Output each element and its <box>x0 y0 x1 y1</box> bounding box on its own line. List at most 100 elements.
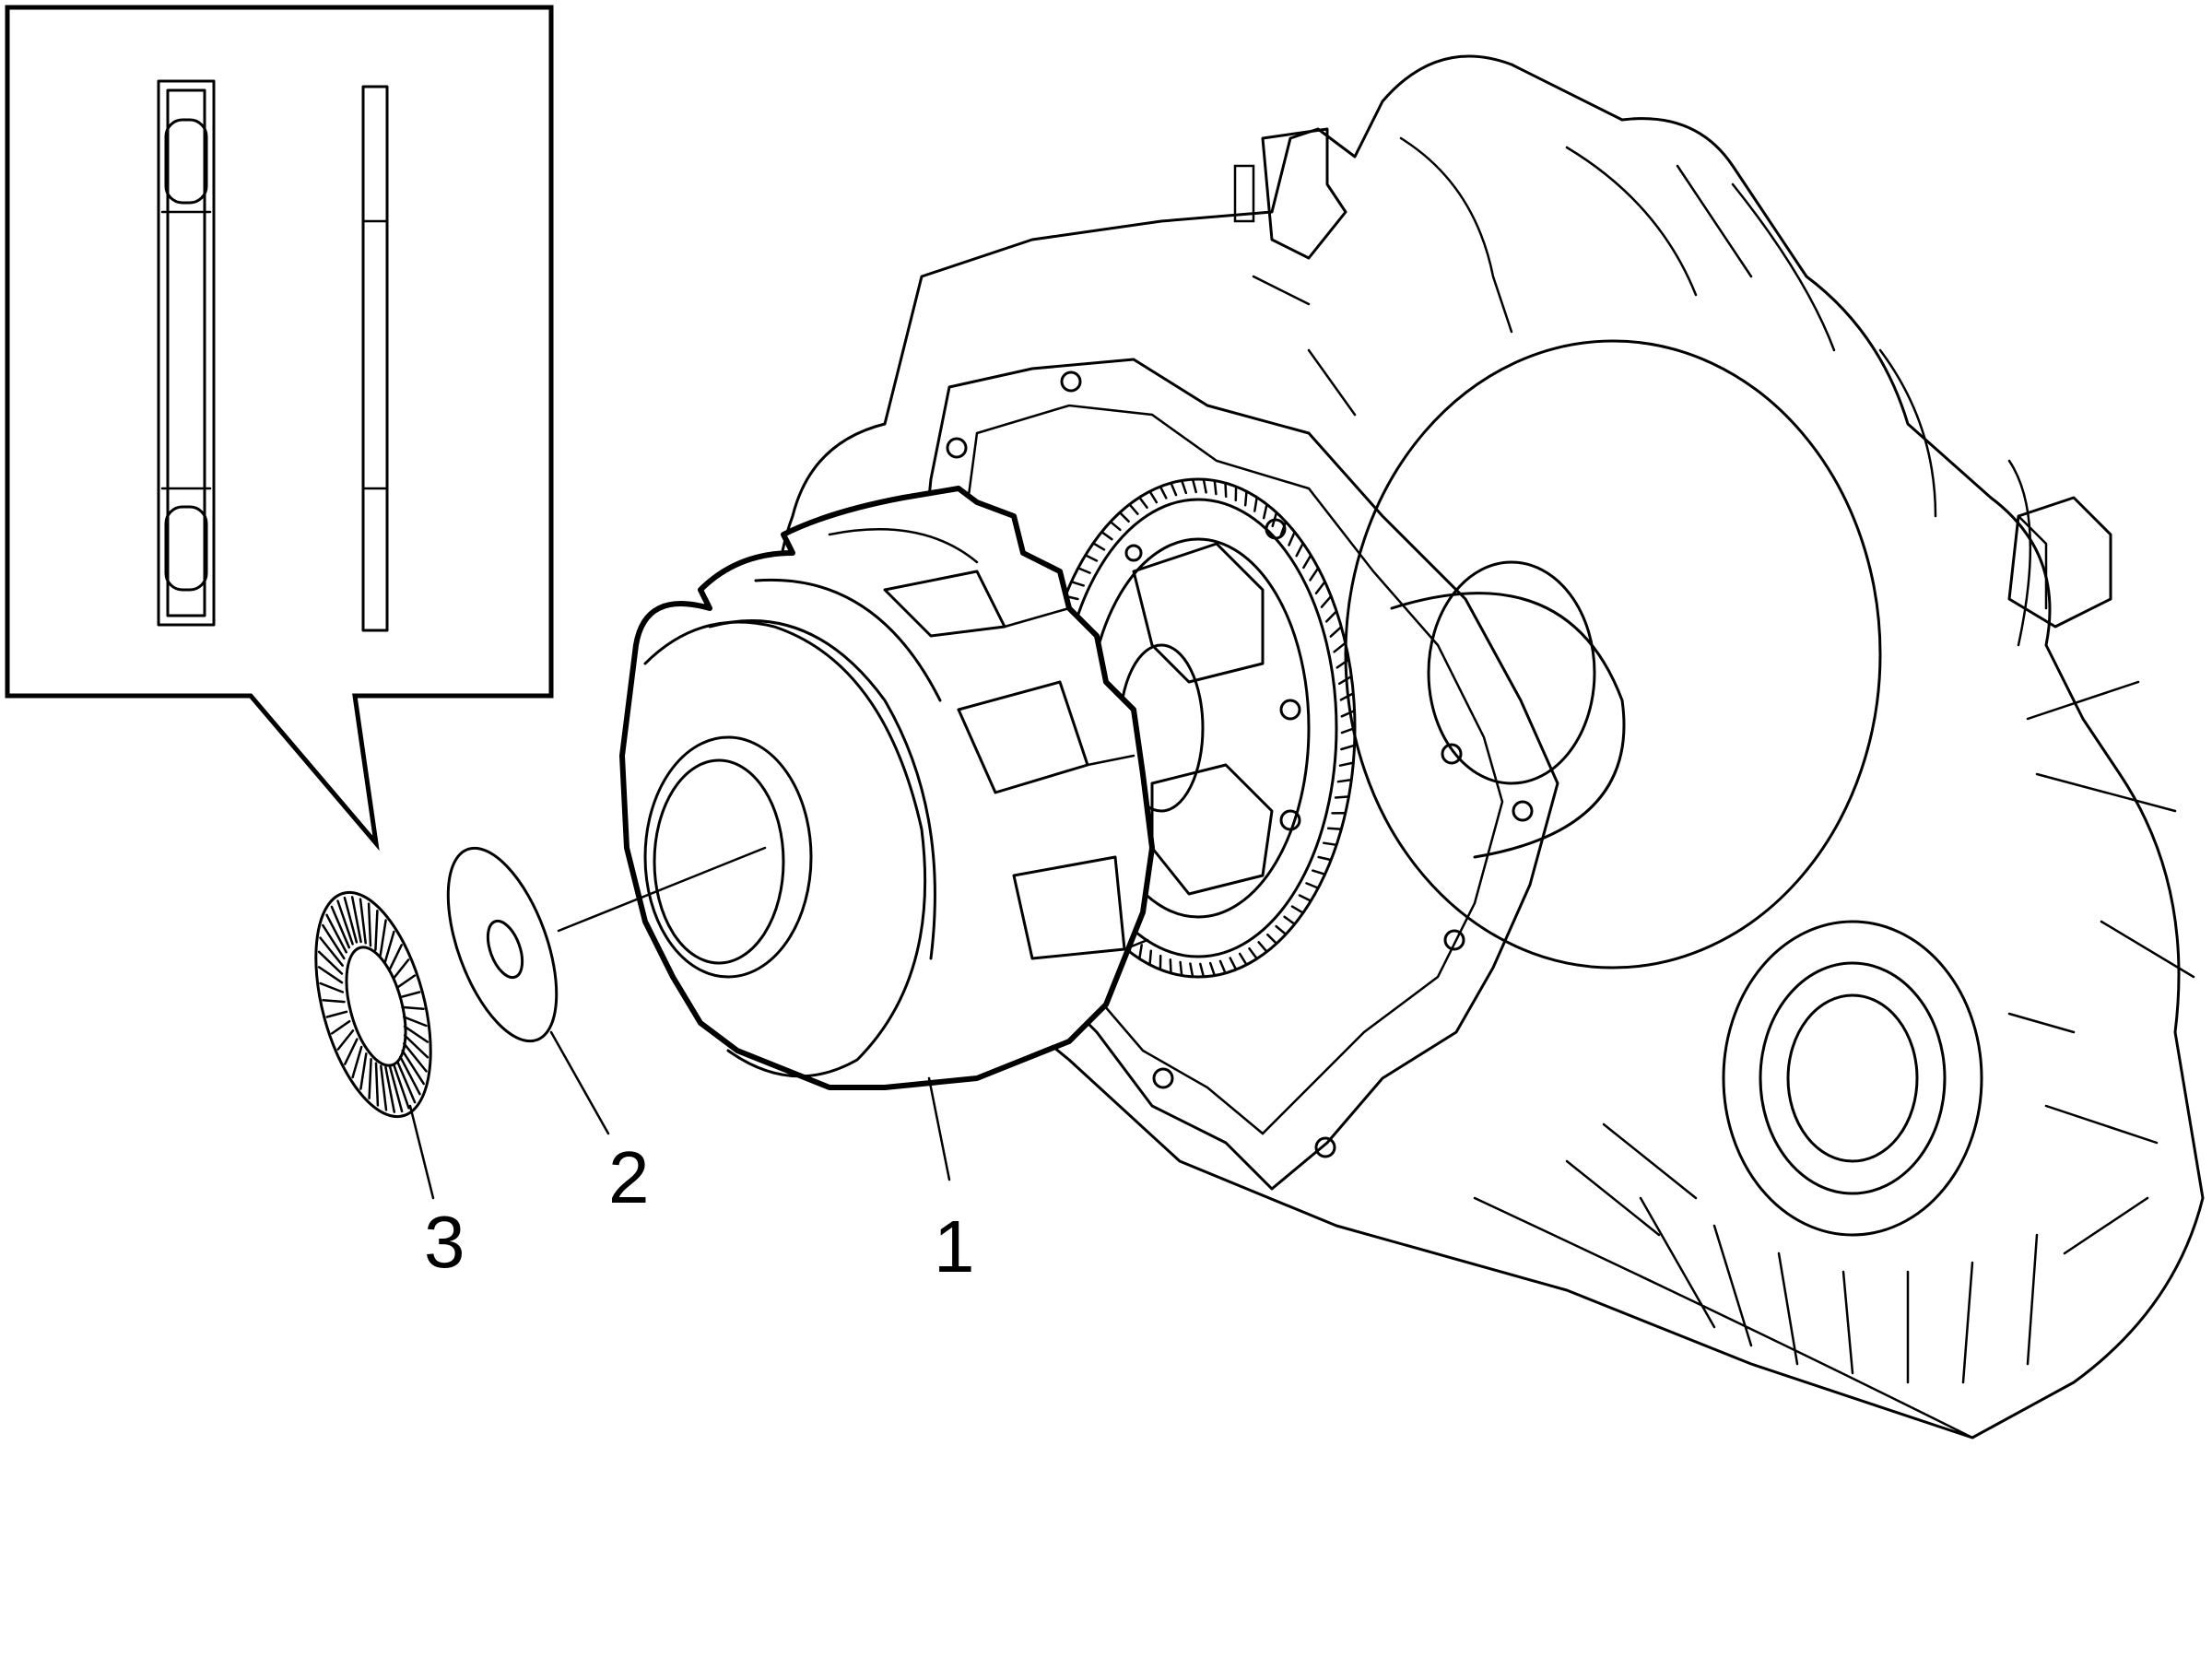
bearing-cross-section <box>157 79 216 627</box>
bearing-needle <box>359 898 367 945</box>
gear-tooth <box>1266 933 1278 946</box>
gear-tooth <box>1248 946 1258 960</box>
bearing-needle <box>403 1042 428 1073</box>
gear-tooth <box>1339 692 1355 701</box>
gear-tooth <box>1333 641 1347 653</box>
gear-tooth <box>1238 952 1248 967</box>
gear-tooth <box>1138 496 1148 510</box>
bearing-needle <box>343 896 359 944</box>
gear-tooth <box>1179 960 1183 977</box>
gear-tooth <box>1329 625 1343 638</box>
bearing-needle <box>393 1064 410 1110</box>
bearing-needle <box>374 1062 380 1107</box>
bearing-needle <box>330 905 351 949</box>
bearing-needle <box>319 936 344 967</box>
gear-tooth <box>1084 554 1099 562</box>
gear-tooth <box>1335 658 1350 669</box>
gear-tooth <box>1336 778 1353 783</box>
gear-tooth <box>1170 481 1178 497</box>
bearing-needle <box>401 1049 425 1086</box>
gear-tooth <box>1334 795 1350 799</box>
gear-tooth <box>1159 485 1168 499</box>
gear-tooth <box>1340 726 1357 734</box>
gear-tooth <box>1229 957 1238 971</box>
gear-tooth <box>1320 594 1333 608</box>
gear-tooth <box>1118 511 1130 523</box>
gear-tooth <box>1213 479 1218 496</box>
bearing-needle <box>322 998 346 1004</box>
gear-tooth <box>1295 542 1305 558</box>
gear-tooth <box>1326 827 1343 831</box>
gear-tooth <box>1309 567 1320 582</box>
gear-tooth <box>1298 894 1312 902</box>
gear-tooth <box>1243 489 1248 507</box>
bearing-needle <box>402 1016 428 1028</box>
gear-tooth <box>1218 959 1227 975</box>
bearing-needle <box>317 966 344 984</box>
detail-inset <box>5 5 554 852</box>
bearing-needle <box>383 930 395 964</box>
bearing-needle <box>398 991 421 999</box>
bearing-needle <box>330 1019 351 1035</box>
gear-tooth <box>1100 530 1113 541</box>
gear-tooth <box>1305 882 1320 889</box>
gear-tooth <box>1290 905 1305 914</box>
gear-tooth <box>1340 744 1356 751</box>
gear-tooth <box>1109 520 1122 532</box>
gear-tooth <box>1138 944 1143 960</box>
bearing-needle <box>401 1005 425 1011</box>
gear-tooth <box>1312 869 1326 876</box>
gear-tooth <box>1191 477 1197 494</box>
bearing-needle <box>325 1010 348 1018</box>
thrust-washer <box>446 846 559 1043</box>
gear-tooth <box>1148 489 1159 504</box>
bearing-needle <box>322 923 346 960</box>
bearing-needle <box>336 1029 355 1051</box>
gear-tooth <box>1202 477 1207 494</box>
gear-tooth <box>1314 581 1326 594</box>
bearing-needle <box>392 958 410 980</box>
bearing-needle <box>388 1065 404 1113</box>
leader-line-1 <box>927 1076 951 1181</box>
bearing-needle <box>388 944 403 971</box>
bearing-needle <box>374 910 379 951</box>
bearing-needle <box>350 896 362 944</box>
callout-3: 3 <box>424 1201 465 1283</box>
bearing-needle <box>403 1025 429 1043</box>
bearing-needle <box>317 950 344 975</box>
gear-tooth <box>1262 503 1268 520</box>
bearing-needle <box>336 899 354 946</box>
gear-tooth <box>1337 675 1353 686</box>
gear-tooth <box>1128 503 1139 515</box>
bearing-needle <box>379 919 387 957</box>
gear-tooth <box>1322 841 1338 847</box>
leader-line-3 <box>408 1104 435 1200</box>
bearing-needle <box>395 974 417 990</box>
gear-tooth <box>1091 542 1106 551</box>
gear-tooth <box>1283 915 1296 926</box>
bearing-needle <box>351 1045 363 1079</box>
bearing-needle <box>384 1065 396 1113</box>
gear-tooth <box>1077 567 1091 574</box>
gear-tooth <box>1271 511 1278 528</box>
gear-tooth <box>1338 761 1355 767</box>
thrust-needle-bearing <box>314 890 432 1119</box>
gear-tooth <box>1317 855 1333 862</box>
bearing-needle <box>395 1060 417 1104</box>
gear-tooth <box>1324 609 1338 623</box>
gear-tooth <box>1302 554 1312 570</box>
gear-tooth <box>1340 709 1356 718</box>
bearing-needle <box>399 1055 421 1096</box>
gear-tooth <box>1199 962 1206 979</box>
transaxle-case <box>774 54 2205 1440</box>
leader-line-2 <box>549 1030 610 1135</box>
gear-tooth <box>1070 581 1085 587</box>
callout-2: 2 <box>608 1136 650 1218</box>
washer-cross-section <box>361 85 389 632</box>
gear-tooth <box>1189 962 1194 979</box>
gear-tooth <box>1288 530 1296 546</box>
bearing-needle <box>325 913 347 954</box>
bearing-needle <box>368 1058 372 1099</box>
bearing-needle <box>403 1034 429 1059</box>
